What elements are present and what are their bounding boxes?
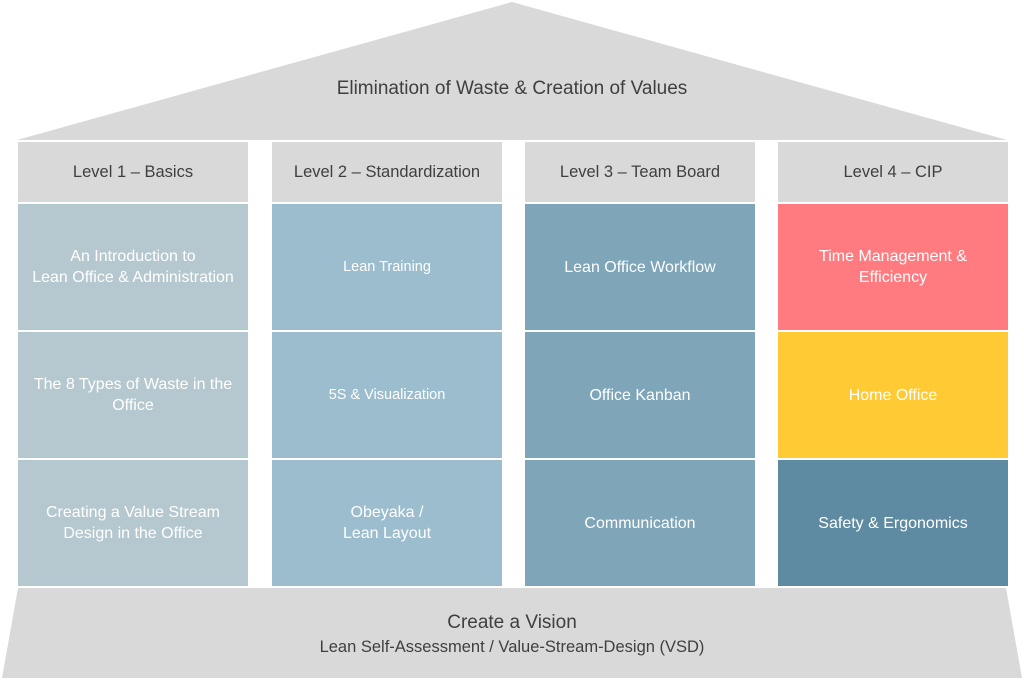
foundation-subtitle: Lean Self-Assessment / Value-Stream-Desi… — [319, 638, 705, 656]
pillar-cell: Home Office — [778, 332, 1008, 458]
foundation-title: Create a Vision — [447, 612, 577, 633]
column-header: Level 2 – Standardization — [272, 142, 502, 202]
column-level-4: Level 4 – CIP Time Management & Efficien… — [778, 142, 1008, 588]
column-header: Level 1 – Basics — [18, 142, 248, 202]
pillar-cell: Communication — [525, 460, 755, 586]
pillar-cell: An Introduction to Lean Office & Adminis… — [18, 204, 248, 330]
pillar-cell: Time Management & Efficiency — [778, 204, 1008, 330]
pillar-cell: Creating a Value Stream Design in the Of… — [18, 460, 248, 586]
pillar-cell: Lean Office Workflow — [525, 204, 755, 330]
column-header: Level 3 – Team Board — [525, 142, 755, 202]
column-level-3: Level 3 – Team Board Lean Office Workflo… — [525, 142, 755, 588]
pillar-cell: 5S & Visualization — [272, 332, 502, 458]
pillar-cell: Office Kanban — [525, 332, 755, 458]
column-level-1: Level 1 – Basics An Introduction to Lean… — [18, 142, 248, 588]
roof-shape — [17, 2, 1007, 140]
column-level-2: Level 2 – Standardization Lean Training … — [272, 142, 502, 588]
pillar-cell: Lean Training — [272, 204, 502, 330]
pillar-cell: Safety & Ergonomics — [778, 460, 1008, 586]
pillar-cell: The 8 Types of Waste in the Office — [18, 332, 248, 458]
foundation-shape — [2, 588, 1022, 678]
pillar-cell: Obeyaka / Lean Layout — [272, 460, 502, 586]
column-header: Level 4 – CIP — [778, 142, 1008, 202]
roof-title: Elimination of Waste & Creation of Value… — [336, 78, 688, 99]
